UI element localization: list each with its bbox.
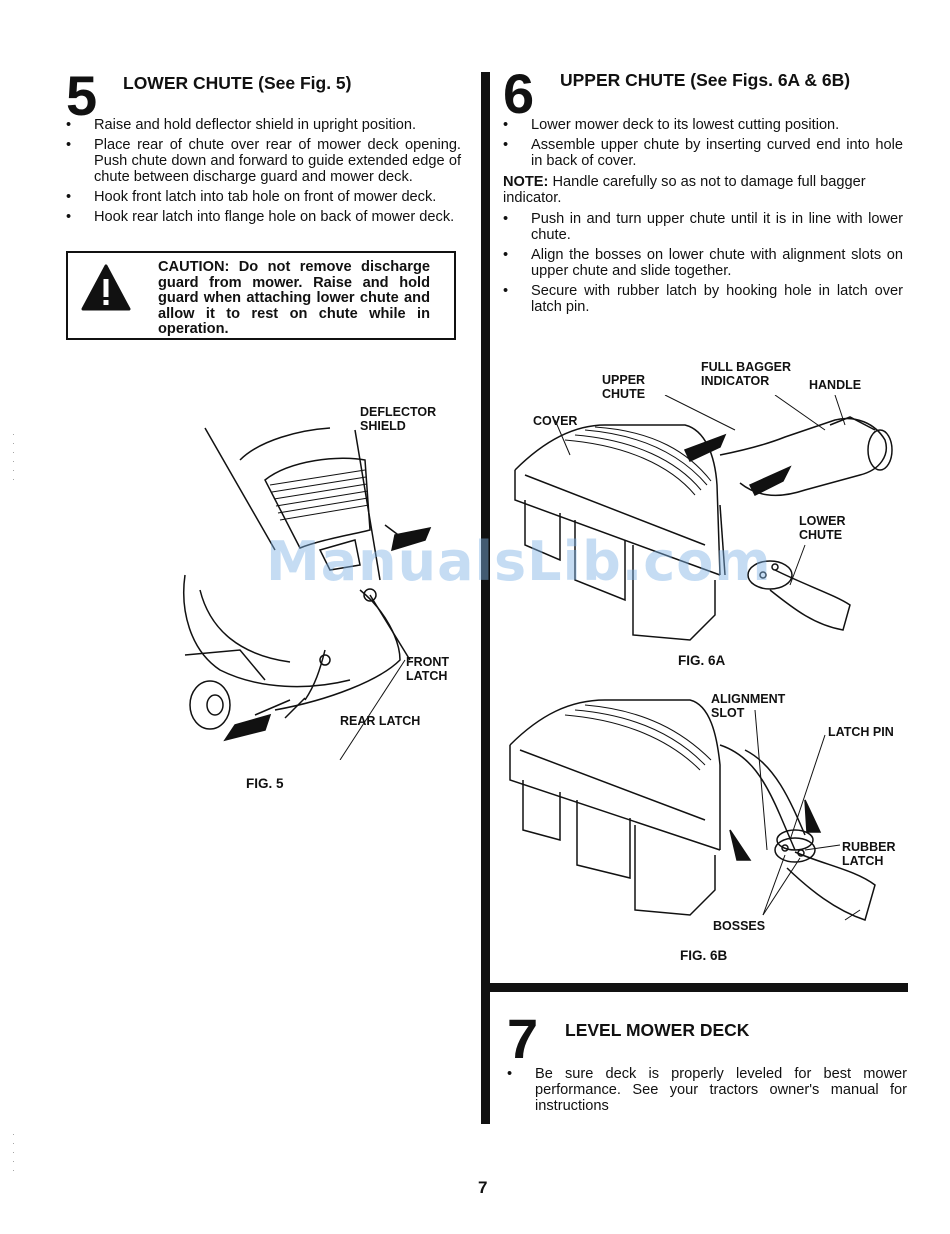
fig6a-upper-chute-illustration: [514, 395, 893, 641]
list-item: Push in and turn upper chute until it is…: [503, 211, 903, 243]
label-cover: COVER: [533, 414, 578, 428]
fig6b-alignment-illustration: [509, 699, 876, 921]
list-item: Hook front latch into tab hole on front …: [66, 189, 461, 205]
upper-chute-steps-b: Push in and turn upper chute until it is…: [503, 211, 903, 319]
lower-chute-steps: Raise and hold deflector shield in uprig…: [66, 117, 461, 229]
label-deflector-shield: DEFLECTOR SHIELD: [360, 405, 437, 433]
fig6b-caption: FIG. 6B: [680, 948, 728, 963]
page-number: 7: [478, 1178, 488, 1197]
section-divider: [490, 983, 908, 992]
step-number-6: 6: [503, 62, 534, 125]
label-full-bagger-indicator: FULL BAGGER INDICATOR: [701, 360, 792, 388]
note-label: NOTE:: [503, 174, 549, 190]
step-number-5: 5: [66, 64, 97, 127]
list-item: Hook rear latch into flange hole on back…: [66, 209, 461, 225]
level-deck-steps: Be sure deck is properly leveled for bes…: [507, 1066, 907, 1118]
list-item: Place rear of chute over rear of mower d…: [66, 137, 461, 185]
label-alignment-slot: ALIGNMENT SLOT: [711, 692, 786, 720]
label-rubber-latch: RUBBER LATCH: [842, 840, 896, 868]
column-divider: [481, 72, 490, 1124]
section-title-level-mower-deck: LEVEL MOWER DECK: [565, 1020, 750, 1040]
note-body: Handle carefully so as not to damage ful…: [503, 174, 866, 206]
list-item: Be sure deck is properly leveled for bes…: [507, 1066, 907, 1114]
list-item: Lower mower deck to its lowest cutting p…: [503, 117, 903, 133]
fig6a-caption: FIG. 6A: [678, 653, 726, 668]
margin-dots: ······: [12, 429, 15, 484]
label-upper-chute: UPPER CHUTE: [602, 373, 646, 401]
caution-box: CAUTION: Do not remove discharge guard f…: [66, 251, 456, 340]
section-title-lower-chute: LOWER CHUTE (See Fig. 5): [123, 73, 352, 93]
watermark: ManualsLib.com: [266, 530, 772, 593]
fig5-caption: FIG. 5: [246, 776, 284, 791]
list-item: Align the bosses on lower chute with ali…: [503, 247, 903, 279]
list-item: Secure with rubber latch by hooking hole…: [503, 283, 903, 315]
list-item: Raise and hold deflector shield in uprig…: [66, 117, 461, 133]
label-handle: HANDLE: [809, 378, 862, 392]
label-rear-latch: REAR LATCH: [340, 714, 421, 728]
section-title-upper-chute: UPPER CHUTE (See Figs. 6A & 6B): [560, 70, 851, 90]
upper-chute-steps-a: Lower mower deck to its lowest cutting p…: [503, 117, 903, 173]
fig5-lower-chute-illustration: [183, 427, 432, 760]
step-number-7: 7: [507, 1007, 538, 1070]
label-lower-chute: LOWER CHUTE: [799, 514, 846, 542]
warning-triangle-icon: [81, 264, 131, 311]
label-latch-pin: LATCH PIN: [828, 725, 894, 739]
caution-text: CAUTION: Do not remove discharge guard f…: [158, 259, 430, 338]
label-bosses: BOSSES: [713, 919, 766, 933]
margin-dots: ·····: [12, 1129, 15, 1175]
label-front-latch: FRONT LATCH: [406, 655, 450, 683]
list-item: Assemble upper chute by inserting curved…: [503, 137, 903, 169]
note-text: NOTE: Handle carefully so as not to dama…: [503, 174, 903, 206]
